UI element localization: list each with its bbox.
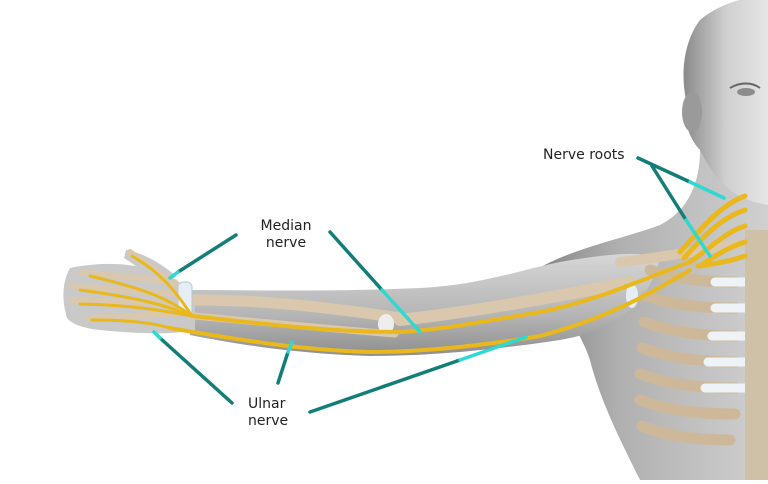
nerve-roots-label: Nerve roots: [543, 147, 625, 164]
nerve-roots-label-text: Nerve roots: [543, 147, 625, 163]
leader-lines: [152, 156, 726, 414]
nerves: [78, 193, 748, 355]
head: [682, 0, 768, 210]
ribcage: [634, 230, 768, 480]
nerve-roots-leader-1: [636, 156, 692, 184]
median-nerve-leader-2: [328, 230, 384, 292]
nerve-roots-leader-2: [650, 164, 688, 222]
ulnar-nerve-label: Ulnar nerve: [248, 396, 308, 430]
median-nerve-label-line1: Median: [260, 218, 312, 234]
ulnar-nerve-leader-3: [308, 358, 462, 414]
ulnar-nerve-label-line1: Ulnar: [248, 396, 286, 412]
ulnar-nerve-leader-2: [276, 350, 290, 385]
median-nerve-label-line2: nerve: [265, 235, 307, 251]
ulnar-nerve-leader-1: [158, 336, 234, 405]
ulnar-nerve-label-line2: nerve: [248, 413, 289, 429]
median-nerve-leader-1: [176, 233, 238, 274]
median-nerve-label: Median nerve: [246, 218, 326, 252]
